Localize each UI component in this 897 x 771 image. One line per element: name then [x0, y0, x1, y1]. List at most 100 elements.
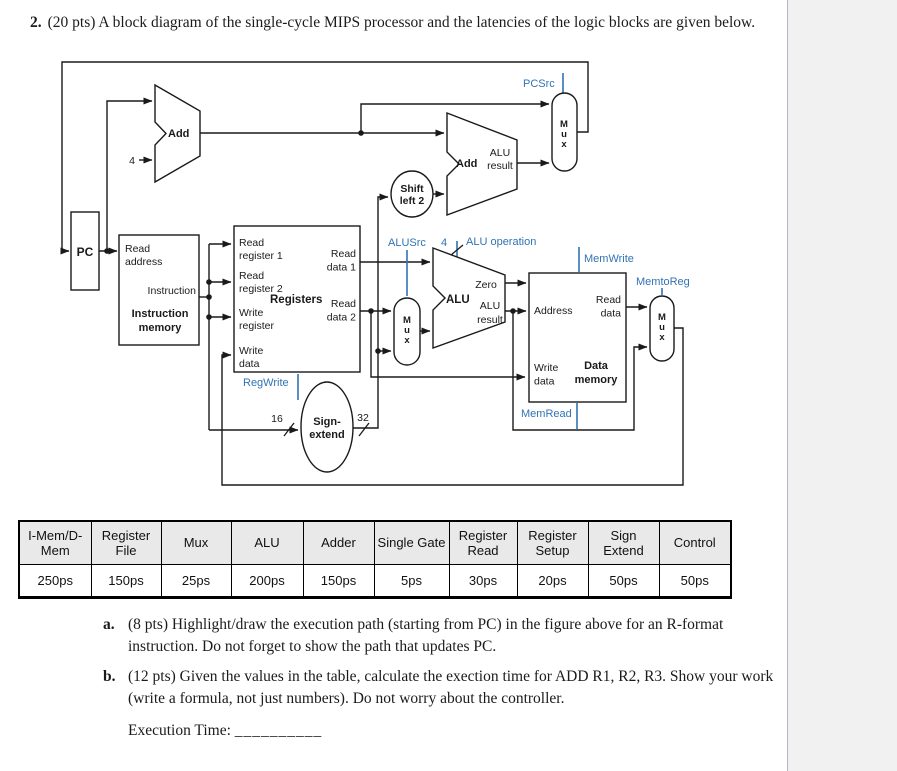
- four-label: 4: [129, 155, 135, 167]
- slash-aluop: [450, 244, 464, 256]
- dmem-address-label: Address: [534, 305, 573, 317]
- memread-label: MemRead: [521, 408, 572, 420]
- junction-dot: [368, 308, 374, 314]
- latency-value: 50ps: [658, 564, 732, 598]
- junction-dot: [104, 248, 110, 254]
- add-unit: [154, 83, 201, 184]
- latency-table-header-row: I-Mem/D-Mem Register File Mux ALU Adder …: [18, 520, 732, 565]
- latency-value: 30ps: [448, 564, 518, 598]
- latency-value: 50ps: [587, 564, 660, 598]
- junction-dot: [358, 130, 364, 136]
- regwrite-label: RegWrite: [243, 377, 289, 389]
- alusrc-mux: [393, 297, 421, 366]
- imem-instruction-label: Instruction: [148, 285, 197, 297]
- latency-value: 150ps: [302, 564, 375, 598]
- question-text: (20 pts) A block diagram of the single-c…: [47, 14, 756, 31]
- column-header: ALU: [230, 520, 304, 565]
- bits-32-label: 32: [357, 412, 369, 424]
- pcsrc-mux: [551, 92, 578, 172]
- execution-time-line: Execution Time: __________: [128, 722, 322, 740]
- sub-question-b: b. (12 pts) Given the values in the tabl…: [103, 666, 776, 709]
- wire-rd2-to-dmem-writedata: [370, 311, 526, 381]
- alu-label: ALU: [446, 294, 470, 306]
- sub-question-a-text: (8 pts) Highlight/draw the execution pat…: [128, 616, 724, 655]
- alu-operation-label: ALU operation: [466, 236, 536, 248]
- latency-table: I-Mem/D-Mem Register File Mux ALU Adder …: [18, 520, 732, 599]
- page-edge: [787, 0, 897, 771]
- registers-box: [233, 225, 361, 373]
- add-label: Add: [168, 128, 189, 140]
- branch-adder-label: Add: [456, 158, 477, 170]
- junction-dot: [206, 279, 212, 285]
- bus-width-slashes: [283, 244, 464, 437]
- column-header: Register File: [90, 520, 162, 565]
- memtoreg-mux: [649, 295, 675, 362]
- column-header: Control: [658, 520, 732, 565]
- latency-value: 5ps: [373, 564, 450, 598]
- junction-dot: [375, 348, 381, 354]
- junction-dot: [510, 308, 516, 314]
- wire-pc4-to-mux: [360, 100, 550, 133]
- junction-dot: [206, 314, 212, 320]
- memtoreg-label: MemtoReg: [636, 276, 690, 288]
- alusrc-label: ALUSrc: [388, 237, 426, 249]
- wire-pc-to-add: [106, 97, 153, 251]
- column-header: Register Read: [448, 520, 518, 565]
- latency-table-value-row: 250ps 150ps 25ps 200ps 150ps 5ps 30ps 20…: [18, 564, 732, 598]
- wire-writeback: [221, 327, 684, 486]
- components: [70, 83, 675, 473]
- column-header: Adder: [302, 520, 375, 565]
- memwrite-label: MemWrite: [584, 253, 634, 265]
- instruction-memory-box: [118, 234, 200, 346]
- sign-extend-unit: [300, 381, 354, 473]
- latency-value: 150ps: [90, 564, 162, 598]
- latency-value: 20ps: [516, 564, 589, 598]
- wire-pc-update-loop: [60, 61, 589, 255]
- aluop-bits-label: 4: [441, 237, 447, 249]
- pc-label: PC: [77, 245, 94, 259]
- wire-aluresult-to-mux: [512, 311, 648, 431]
- slash-32: [358, 422, 370, 437]
- pcsrc-label: PCSrc: [523, 78, 555, 90]
- execution-time-label: Execution Time:: [128, 722, 231, 739]
- data-memory-box: [528, 272, 627, 403]
- shift-left-2-unit: [390, 170, 434, 218]
- latency-value: 200ps: [230, 564, 304, 598]
- question-number: 2.: [30, 14, 42, 31]
- control-labels: PCSrc ALUSrc 4 ALU operation MemWrite Me…: [243, 78, 690, 420]
- latency-value: 25ps: [160, 564, 232, 598]
- junction-dot: [206, 294, 212, 300]
- column-header: Single Gate: [373, 520, 450, 565]
- branch-adder: [446, 111, 518, 217]
- latency-value: 250ps: [18, 564, 92, 598]
- junction-dots: [104, 130, 516, 354]
- sub-question-a-label: a.: [103, 616, 115, 633]
- column-header: Sign Extend: [587, 520, 660, 565]
- bits-16-label: 16: [271, 413, 283, 425]
- sub-question-b-text: (12 pts) Given the values in the table, …: [128, 668, 774, 707]
- pc-box: [70, 211, 100, 291]
- column-header: Register Setup: [516, 520, 589, 565]
- execution-time-blank[interactable]: __________: [234, 722, 323, 739]
- column-header: Mux: [160, 520, 232, 565]
- slash-16: [283, 422, 295, 437]
- column-header: I-Mem/D-Mem: [18, 520, 92, 565]
- registers-title: Registers: [270, 294, 322, 306]
